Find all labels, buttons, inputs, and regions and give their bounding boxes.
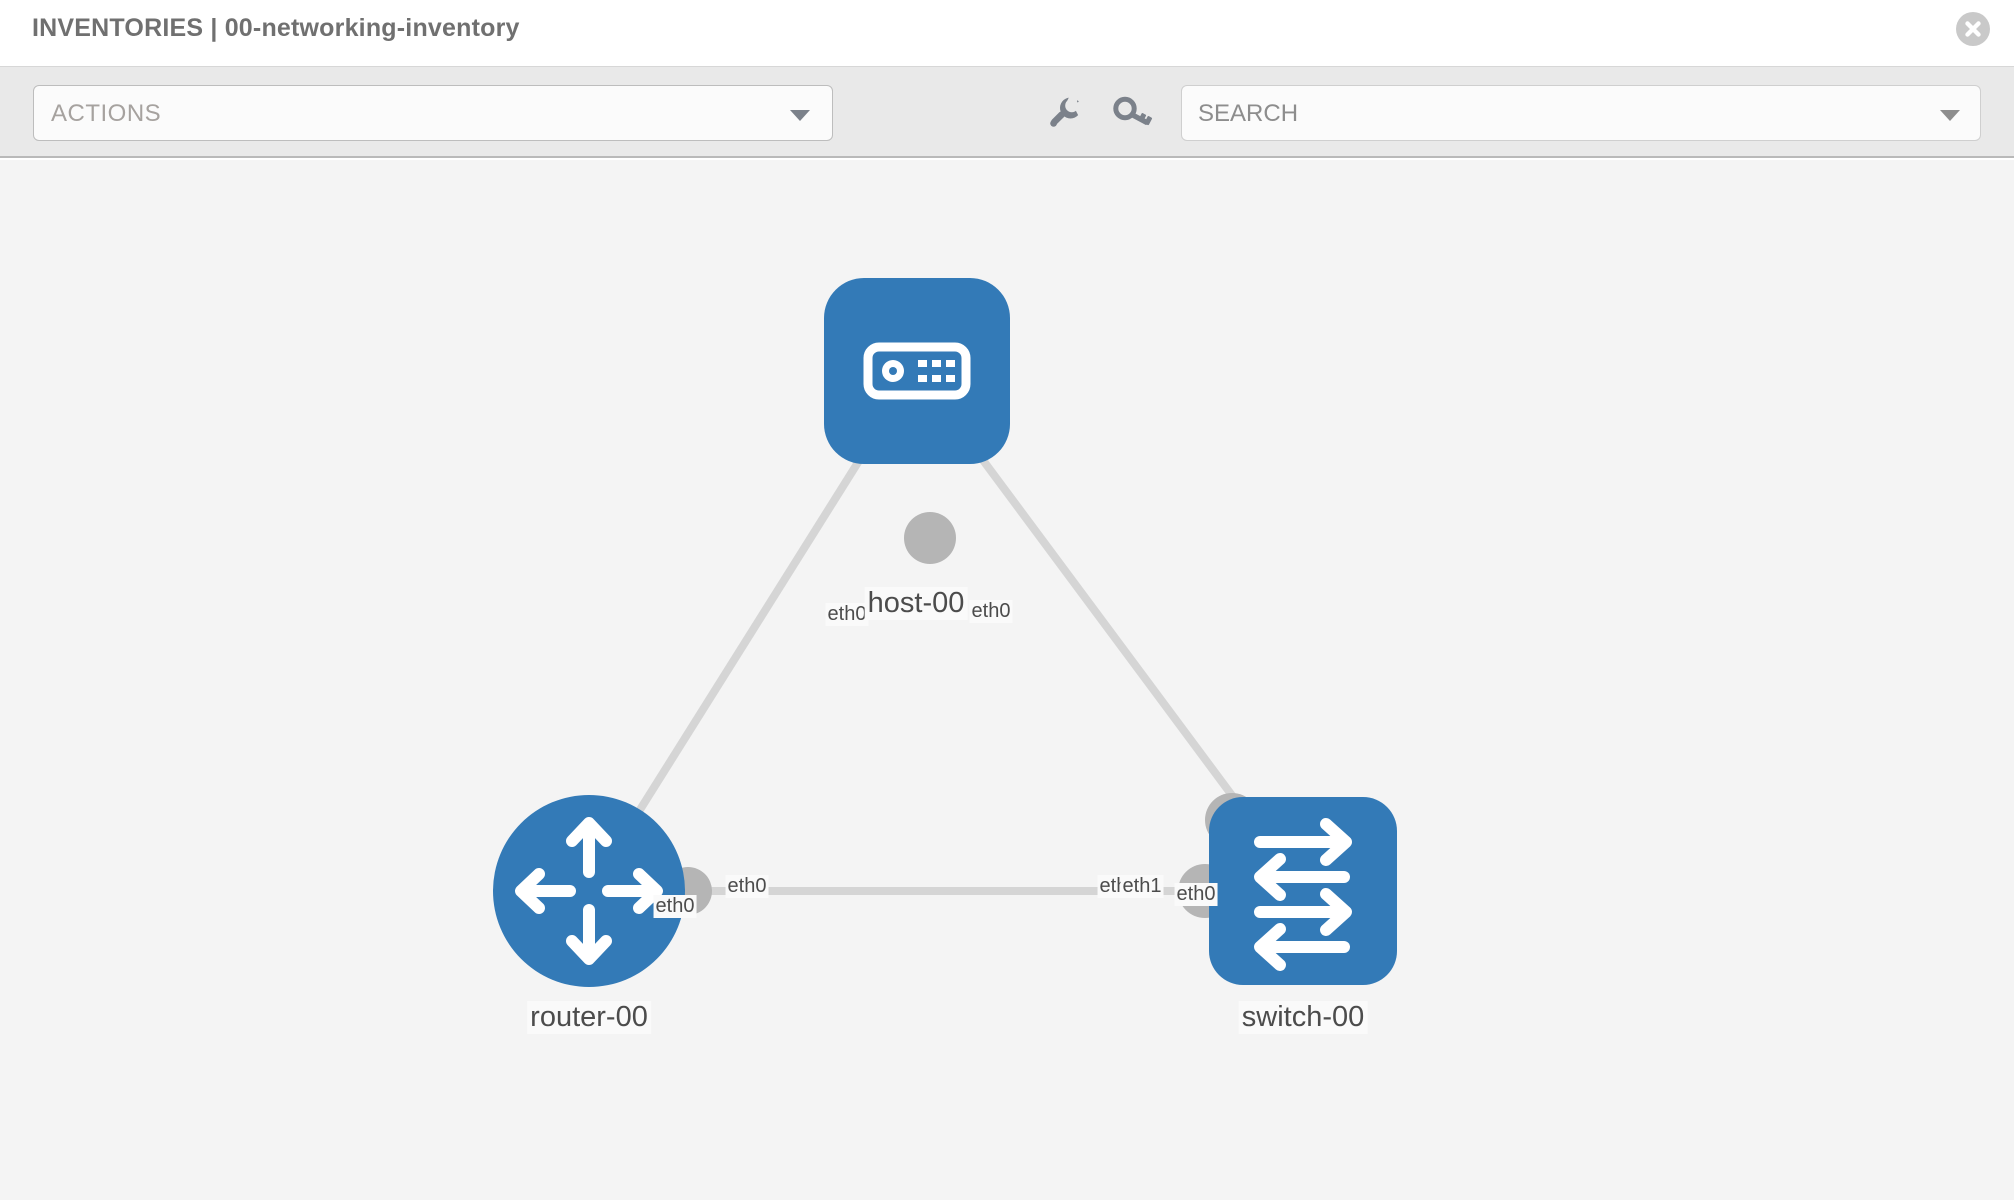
edge-label: eth0 <box>653 895 697 918</box>
topology-graph <box>493 278 1397 987</box>
switch-icon <box>1254 818 1352 971</box>
actions-dropdown[interactable]: ACTIONS <box>33 85 833 141</box>
node-label-host-00: host-00 <box>864 587 968 620</box>
key-glyph <box>1113 96 1153 126</box>
search-placeholder: SEARCH <box>1198 100 1299 127</box>
node-router-00[interactable] <box>493 795 685 987</box>
page-title: INVENTORIES | 00-networking-inventory <box>32 14 520 42</box>
node-host-00-shape[interactable] <box>824 278 1010 464</box>
edge-label: eth0 <box>825 603 869 626</box>
chevron-down-icon <box>1940 110 1960 121</box>
edge-label: eth1 <box>1120 875 1164 898</box>
wrench-icon[interactable] <box>1040 89 1088 137</box>
node-router-00-shape[interactable] <box>493 795 685 987</box>
close-circle-glyph <box>1956 12 1990 46</box>
key-icon[interactable] <box>1108 89 1156 137</box>
node-label-switch-00: switch-00 <box>1238 1001 1368 1034</box>
node-switch-00[interactable] <box>1209 797 1397 985</box>
toolbar: ACTIONS SEARCH <box>0 67 2014 158</box>
router-icon <box>515 817 663 965</box>
wrench-glyph <box>1050 91 1080 127</box>
edge-label: eth0 <box>1174 883 1218 906</box>
edge-label: eth0 <box>969 600 1013 623</box>
chevron-down-icon <box>790 110 810 121</box>
server-icon <box>863 342 971 400</box>
close-icon[interactable] <box>1956 12 1990 46</box>
node-label-router-00: router-00 <box>527 1001 651 1034</box>
edge-label: eth0 <box>725 875 769 898</box>
topology-canvas[interactable]: eth0 eth0 eth0 eth0 eth0 eth0 eth1 host-… <box>0 160 2014 1200</box>
node-switch-00-shape[interactable] <box>1209 797 1397 985</box>
page-header: INVENTORIES | 00-networking-inventory <box>0 0 2014 67</box>
search-input[interactable]: SEARCH <box>1181 85 1981 141</box>
node-host-00[interactable] <box>824 278 1010 464</box>
actions-dropdown-label: ACTIONS <box>51 100 162 127</box>
port-host00-eth0[interactable] <box>904 512 956 564</box>
